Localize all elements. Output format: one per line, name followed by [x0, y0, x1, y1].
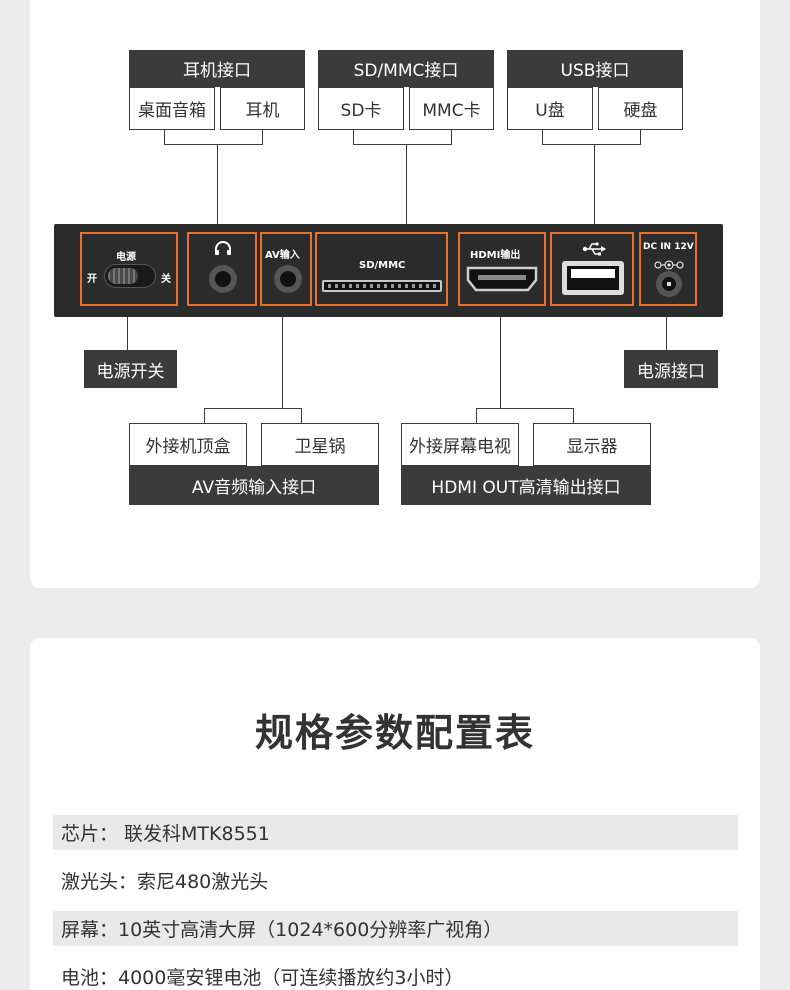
- power-port-label: 电源接口: [624, 350, 718, 388]
- headphone-group-title: 耳机接口: [129, 50, 305, 87]
- spec-card: 规格参数配置表 芯片： 联发科MTK8551 激光头：索尼480激光头 屏幕：1…: [30, 638, 760, 990]
- power-off-label: 关: [161, 274, 171, 285]
- connector-line: [127, 317, 128, 350]
- connector-line: [666, 317, 667, 350]
- av-input-label: AV输入: [265, 250, 300, 261]
- hdmi-item-monitor: 显示器: [533, 423, 651, 466]
- connector-line: [282, 317, 283, 408]
- dc-jack: [656, 271, 682, 297]
- connector-line: [476, 408, 477, 423]
- headphone-jack: [209, 265, 237, 293]
- connector-line: [262, 130, 263, 144]
- connector-line: [542, 130, 543, 144]
- connector-line: [204, 408, 205, 423]
- connector-line: [640, 130, 641, 144]
- usb-item-udisk: U盘: [507, 87, 593, 130]
- usb-port: [550, 232, 634, 306]
- hdmi-item-tv: 外接屏幕电视: [401, 423, 519, 466]
- connector-line: [301, 408, 302, 423]
- sd-card-slot: [322, 280, 442, 292]
- hdmi-connector: [466, 266, 538, 292]
- sdmmc-group-title: SD/MMC接口: [318, 50, 494, 87]
- av-jack: [274, 265, 302, 293]
- connector-line: [542, 144, 641, 145]
- dc-polarity-icon: [653, 255, 685, 270]
- headphone-port: [187, 232, 257, 306]
- headphone-item-speaker: 桌面音箱: [129, 87, 215, 130]
- spec-row-laser: 激光头：索尼480激光头: [61, 871, 269, 893]
- spec-title: 规格参数配置表: [254, 711, 535, 755]
- hdmi-out-port: HDMI输出: [458, 232, 546, 306]
- sdmmc-item-mmc: MMC卡: [409, 87, 494, 130]
- connector-line: [476, 408, 574, 409]
- connector-line: [451, 130, 452, 144]
- connector-line: [500, 317, 501, 408]
- sdmmc-label: SD/MMC: [359, 260, 406, 271]
- usb-group-title: USB接口: [507, 50, 683, 87]
- hdmi-group-title: HDMI OUT高清输出接口: [401, 466, 651, 505]
- headphone-item-earphone: 耳机: [220, 87, 305, 130]
- usb-icon: [582, 241, 606, 256]
- connector-line: [164, 130, 165, 144]
- power-switch-port: 电源 开 关: [80, 232, 178, 306]
- sdmmc-item-sd: SD卡: [318, 87, 404, 130]
- power-label: 电源: [116, 252, 136, 263]
- power-switch-slider: [104, 264, 156, 288]
- hdmi-label: HDMI输出: [470, 250, 521, 261]
- spec-row-screen: 屏幕：10英寸高清大屏（1024*600分辨率广视角）: [53, 911, 738, 946]
- device-side-panel: 电源 开 关 AV输入 SD/MMC HDMI输出: [54, 224, 723, 317]
- spec-row-chip: 芯片： 联发科MTK8551: [53, 815, 738, 850]
- av-group-title: AV音频输入接口: [129, 466, 379, 505]
- power-switch-knob: [108, 268, 138, 284]
- power-switch-label: 电源开关: [84, 350, 177, 388]
- connector-line: [217, 144, 218, 224]
- dc-in-label: DC IN 12V: [643, 242, 694, 252]
- spec-row-battery: 电池：4000毫安锂电池（可连续播放约3小时）: [61, 967, 464, 989]
- connector-line: [353, 130, 354, 144]
- sdmmc-slot-port: SD/MMC: [315, 232, 448, 306]
- usb-socket: [562, 261, 624, 295]
- connector-line: [164, 144, 263, 145]
- power-on-label: 开: [87, 274, 97, 285]
- av-item-satellite: 卫星锅: [261, 423, 379, 466]
- connector-line: [594, 144, 595, 224]
- av-input-port: AV输入: [260, 232, 312, 306]
- connector-line: [204, 408, 302, 409]
- usb-item-hdd: 硬盘: [598, 87, 683, 130]
- dc-in-port: DC IN 12V: [639, 232, 697, 306]
- connector-line: [406, 144, 407, 224]
- connector-line: [353, 144, 452, 145]
- headphone-icon: [213, 240, 233, 256]
- av-item-stb: 外接机顶盒: [129, 423, 247, 466]
- connector-line: [573, 408, 574, 423]
